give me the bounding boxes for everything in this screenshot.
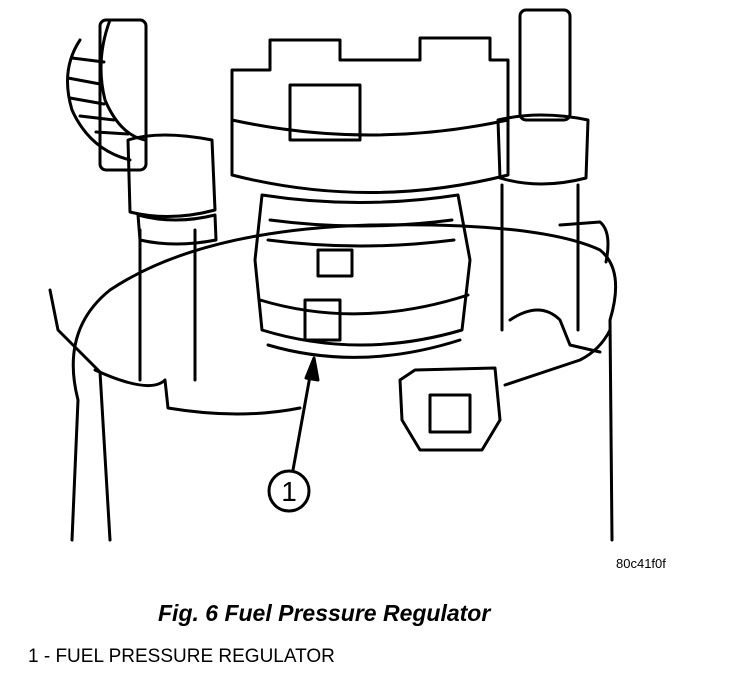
retaining-cap <box>230 36 510 194</box>
fuel-pressure-regulator-illustration: 1 <box>48 8 618 542</box>
figure-code: 80c41f0f <box>616 556 666 571</box>
pump-module-housing <box>48 220 618 542</box>
left-tube <box>98 18 218 382</box>
callout-1-number: 1 <box>281 476 297 507</box>
wire-harness <box>66 18 147 162</box>
retaining-clip <box>398 308 602 452</box>
regulator-body <box>253 193 472 359</box>
callout-1-circle <box>267 469 311 513</box>
figure-caption: Fig. 6 Fuel Pressure Regulator <box>158 600 491 626</box>
callout-1: 1 <box>267 356 320 513</box>
callout-1-leader <box>291 363 314 472</box>
right-tube <box>496 8 590 332</box>
callout-1-arrowhead <box>304 356 320 382</box>
legend-item-1: 1 - FUEL PRESSURE REGULATOR <box>28 646 335 667</box>
